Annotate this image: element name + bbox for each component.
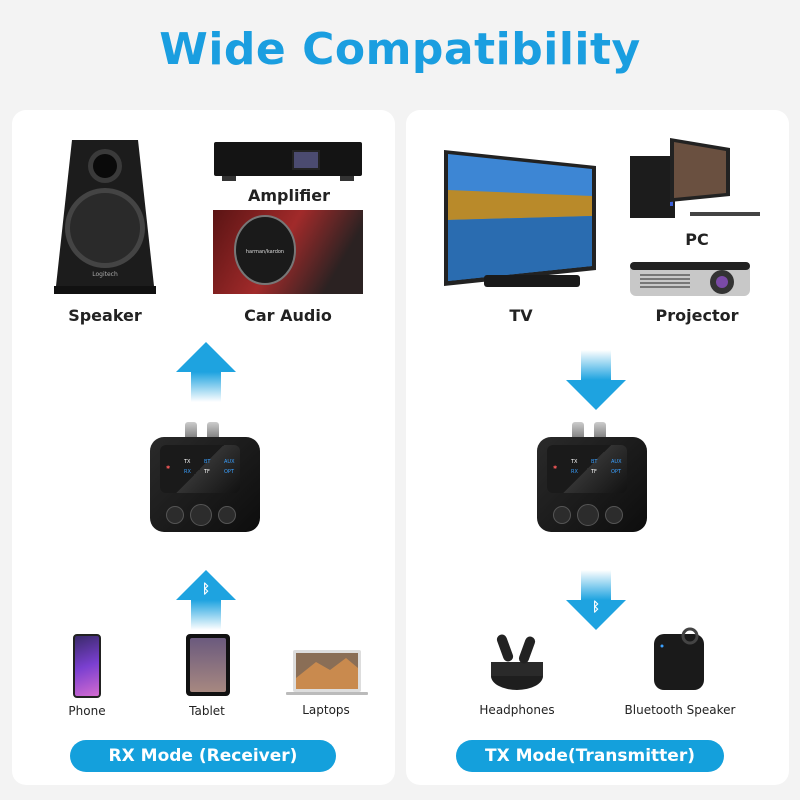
tablet-icon <box>186 634 230 696</box>
projector-label: Projector <box>655 306 739 325</box>
rx-mode-panel: Logitech Speaker Amplifier harman/kardon… <box>12 110 395 785</box>
bluetooth-icon: ᛒ <box>202 582 210 597</box>
headphones-icon <box>490 630 544 692</box>
arrow-down-icon <box>566 350 626 410</box>
bluetooth-speaker-icon <box>652 626 706 696</box>
tx-mode-badge: TX Mode(Transmitter) <box>456 740 724 772</box>
arrow-up-icon <box>176 342 236 402</box>
svg-text:Logitech: Logitech <box>92 271 118 278</box>
tx-mode-panel: TV PC Projector <box>406 110 789 785</box>
projector-icon <box>630 260 752 300</box>
pc-icon <box>630 136 770 222</box>
bluetooth-icon: ᛒ <box>592 600 600 615</box>
amplifier-icon <box>214 136 364 184</box>
bluetooth-adapter-image: ✱ TX RX BT TF AUX OPT <box>532 422 652 532</box>
tv-label: TV <box>509 306 533 325</box>
phone-label: Phone <box>68 704 106 718</box>
rx-mode-badge: RX Mode (Receiver) <box>70 740 336 772</box>
svg-text:harman/kardon: harman/kardon <box>246 249 284 255</box>
speaker-label: Speaker <box>68 306 142 325</box>
car-audio-label: Car Audio <box>244 306 332 325</box>
laptop-icon <box>286 648 368 696</box>
pc-label: PC <box>685 230 709 249</box>
tv-icon <box>444 150 602 290</box>
speaker-icon: Logitech <box>50 136 160 296</box>
tablet-label: Tablet <box>189 704 225 718</box>
car-audio-icon: harman/kardon <box>213 210 363 294</box>
headphones-label: Headphones <box>479 703 555 717</box>
phone-icon <box>73 634 101 698</box>
amplifier-label: Amplifier <box>247 186 331 205</box>
page-title: Wide Compatibility <box>159 24 641 75</box>
bluetooth-speaker-label: Bluetooth Speaker <box>624 703 736 717</box>
laptops-label: Laptops <box>302 703 350 717</box>
bluetooth-adapter-image: ✱ TX RX BT TF AUX OPT <box>145 422 265 532</box>
bluetooth-arrow-up-icon: ᛒ <box>176 570 236 630</box>
bluetooth-arrow-down-icon: ᛒ <box>566 570 626 630</box>
